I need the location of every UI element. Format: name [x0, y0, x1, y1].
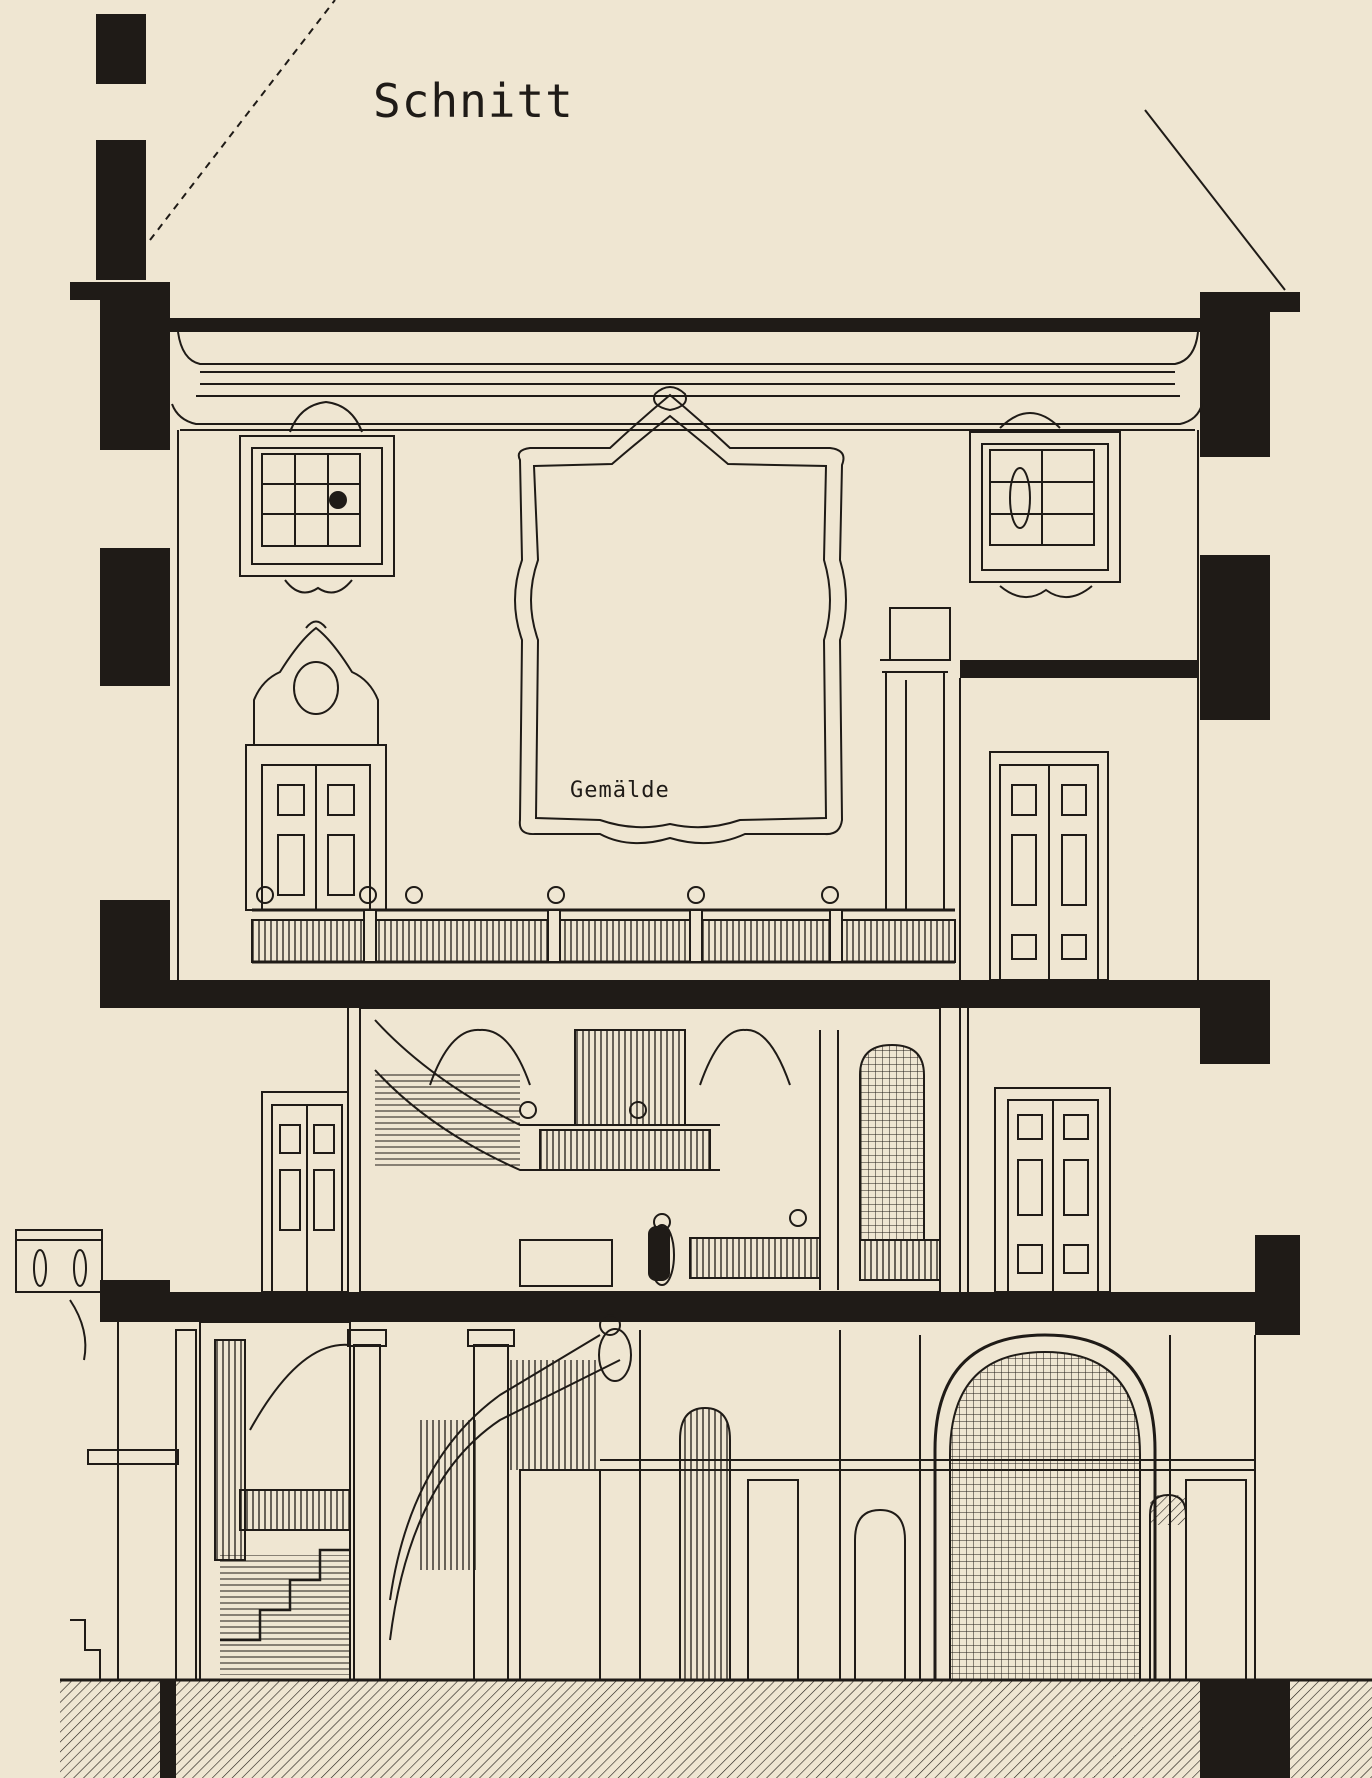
upper-right-window: [969, 412, 1121, 598]
drawing-title: Schnitt: [373, 74, 574, 128]
ground-main-stair: [347, 1314, 632, 1681]
middle-right-door: [994, 1087, 1111, 1293]
ground-hatch: [60, 1680, 1372, 1778]
middle-stair-hall: [359, 1007, 941, 1293]
upper-right-door: [989, 751, 1109, 981]
right-outer-wall: [1200, 292, 1300, 1778]
roof-slab: [170, 318, 1200, 332]
ground-arched-gateway: [919, 1333, 1247, 1681]
upper-left-window: [239, 400, 395, 594]
middle-left-door: [261, 1091, 349, 1293]
ceiling-cornice: [171, 331, 1203, 431]
ground-stair-left: [199, 1321, 351, 1681]
painting-frame: [514, 386, 847, 845]
painting-label: Gemälde: [570, 778, 670, 803]
middle-floor-slab: [100, 1292, 1270, 1322]
upper-pier: [880, 607, 951, 910]
figure-ornament: [329, 491, 347, 509]
upper-floor-slab: [100, 980, 1270, 1008]
upper-gallery-balustrade: [251, 886, 956, 964]
roof-line-left: [149, 0, 336, 241]
left-balcony: [15, 1229, 103, 1361]
ground-central-bays: [519, 1330, 1255, 1681]
middle-arched-window: [819, 1030, 941, 1290]
left-outer-wall: [70, 14, 176, 1778]
upper-left-door: [245, 620, 387, 911]
roof-line-right: [1144, 109, 1286, 291]
